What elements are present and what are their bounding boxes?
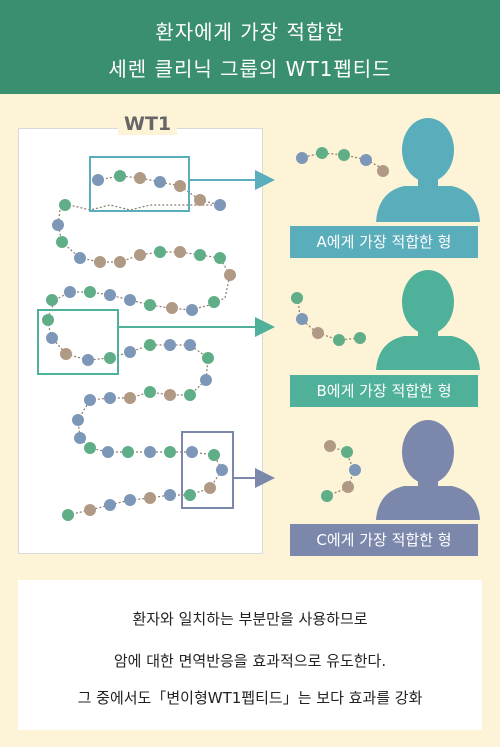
chain-bead: [42, 314, 54, 326]
chain-bead: [60, 348, 72, 360]
chain-bead: [56, 236, 68, 248]
footer-line1: 환자와 일치하는 부분만을 사용하므로: [132, 610, 368, 628]
chain-bead: [216, 464, 228, 476]
chain-bead: [46, 332, 58, 344]
patient-b-label: B에게 가장 적합한 형: [290, 375, 478, 407]
chain-bead: [154, 176, 166, 188]
chain-bead: [194, 249, 206, 261]
chain-bead: [124, 494, 136, 506]
chain-bead: [144, 339, 156, 351]
chain-bead: [104, 289, 116, 301]
header-title-line1: 환자에게 가장 적합한: [155, 20, 345, 44]
chain-bead: [92, 174, 104, 186]
person-silhouette-icon: [376, 118, 480, 222]
chain-bead: [208, 296, 220, 308]
chain-bead: [224, 269, 236, 281]
footer-line2: 암에 대한 면역반응을 효과적으로 유도한다.: [113, 652, 387, 670]
chain-bead: [124, 392, 136, 404]
chain-bead: [194, 194, 206, 206]
header-title-line2: 세렌 클리닉 그룹의 WT1펩티드: [108, 57, 392, 81]
chain-bead: [204, 482, 216, 494]
person-silhouette-icon: [376, 420, 480, 520]
patient-a-label: A에게 가장 적합한 형: [290, 226, 478, 258]
peptide-fragment-a: [296, 147, 389, 177]
chain-bead: [166, 302, 178, 314]
chain-bead: [184, 339, 196, 351]
chain-bead: [74, 432, 86, 444]
chain-bead: [62, 509, 74, 521]
chain-bead: [82, 354, 94, 366]
peptide-fragment-c: [321, 440, 361, 502]
chain-bead: [52, 219, 64, 231]
chain-bead: [114, 256, 126, 268]
chain-bead: [134, 172, 146, 184]
person-silhouette-icon: [376, 270, 480, 370]
chain-bead: [174, 246, 186, 258]
chain-bead: [59, 199, 71, 211]
wt1-chain-strand: [46, 175, 231, 516]
chain-bead: [102, 446, 114, 458]
highlight-box-c: [181, 431, 234, 509]
patient-c-label: C에게 가장 적합한 형: [290, 524, 478, 556]
chain-bead: [186, 446, 198, 458]
chain-bead: [214, 252, 226, 264]
chain-bead: [214, 199, 226, 211]
chain-bead: [46, 294, 58, 306]
chain-bead: [122, 446, 134, 458]
highlight-box-a: [89, 156, 190, 212]
chain-bead: [186, 304, 198, 316]
highlight-box-b: [37, 309, 119, 375]
peptide-fragment-b: [291, 292, 366, 346]
chain-bead: [164, 389, 176, 401]
chain-bead: [124, 294, 136, 306]
chain-bead: [174, 180, 186, 192]
chain-bead: [104, 392, 116, 404]
header-banner: 환자에게 가장 적합한 세렌 클리닉 그룹의 WT1펩티드: [0, 0, 500, 94]
chain-bead: [72, 414, 84, 426]
chain-bead: [74, 252, 86, 264]
chain-bead: [94, 256, 106, 268]
chain-bead: [164, 339, 176, 351]
chain-bead: [164, 446, 176, 458]
chain-bead: [84, 442, 96, 454]
chain-bead: [134, 249, 146, 261]
chain-bead: [84, 394, 96, 406]
chain-bead: [164, 489, 176, 501]
chain-bead: [144, 446, 156, 458]
chain-bead: [114, 170, 126, 182]
footer-description: 환자와 일치하는 부분만을 사용하므로 암에 대한 면역반응을 효과적으로 유도…: [18, 580, 482, 730]
wt1-label: WT1: [118, 113, 178, 135]
chain-bead: [144, 299, 156, 311]
chain-bead: [200, 374, 212, 386]
chain-bead: [104, 352, 116, 364]
wt1-chain-beads: [42, 170, 236, 521]
chain-bead: [208, 449, 220, 461]
chain-bead: [154, 246, 166, 258]
footer-line3: 그 중에서도「변이형WT1펩티드」는 보다 효과를 강화: [77, 689, 423, 707]
chain-bead: [202, 352, 214, 364]
chain-bead: [104, 499, 116, 511]
chain-bead: [64, 286, 76, 298]
chain-bead: [184, 389, 196, 401]
wt1-panel: [18, 128, 263, 554]
chain-bead: [84, 286, 96, 298]
chain-bead: [144, 386, 156, 398]
chain-bead: [144, 492, 156, 504]
chain-bead: [84, 504, 96, 516]
chain-bead: [184, 489, 196, 501]
chain-bead: [124, 346, 136, 358]
